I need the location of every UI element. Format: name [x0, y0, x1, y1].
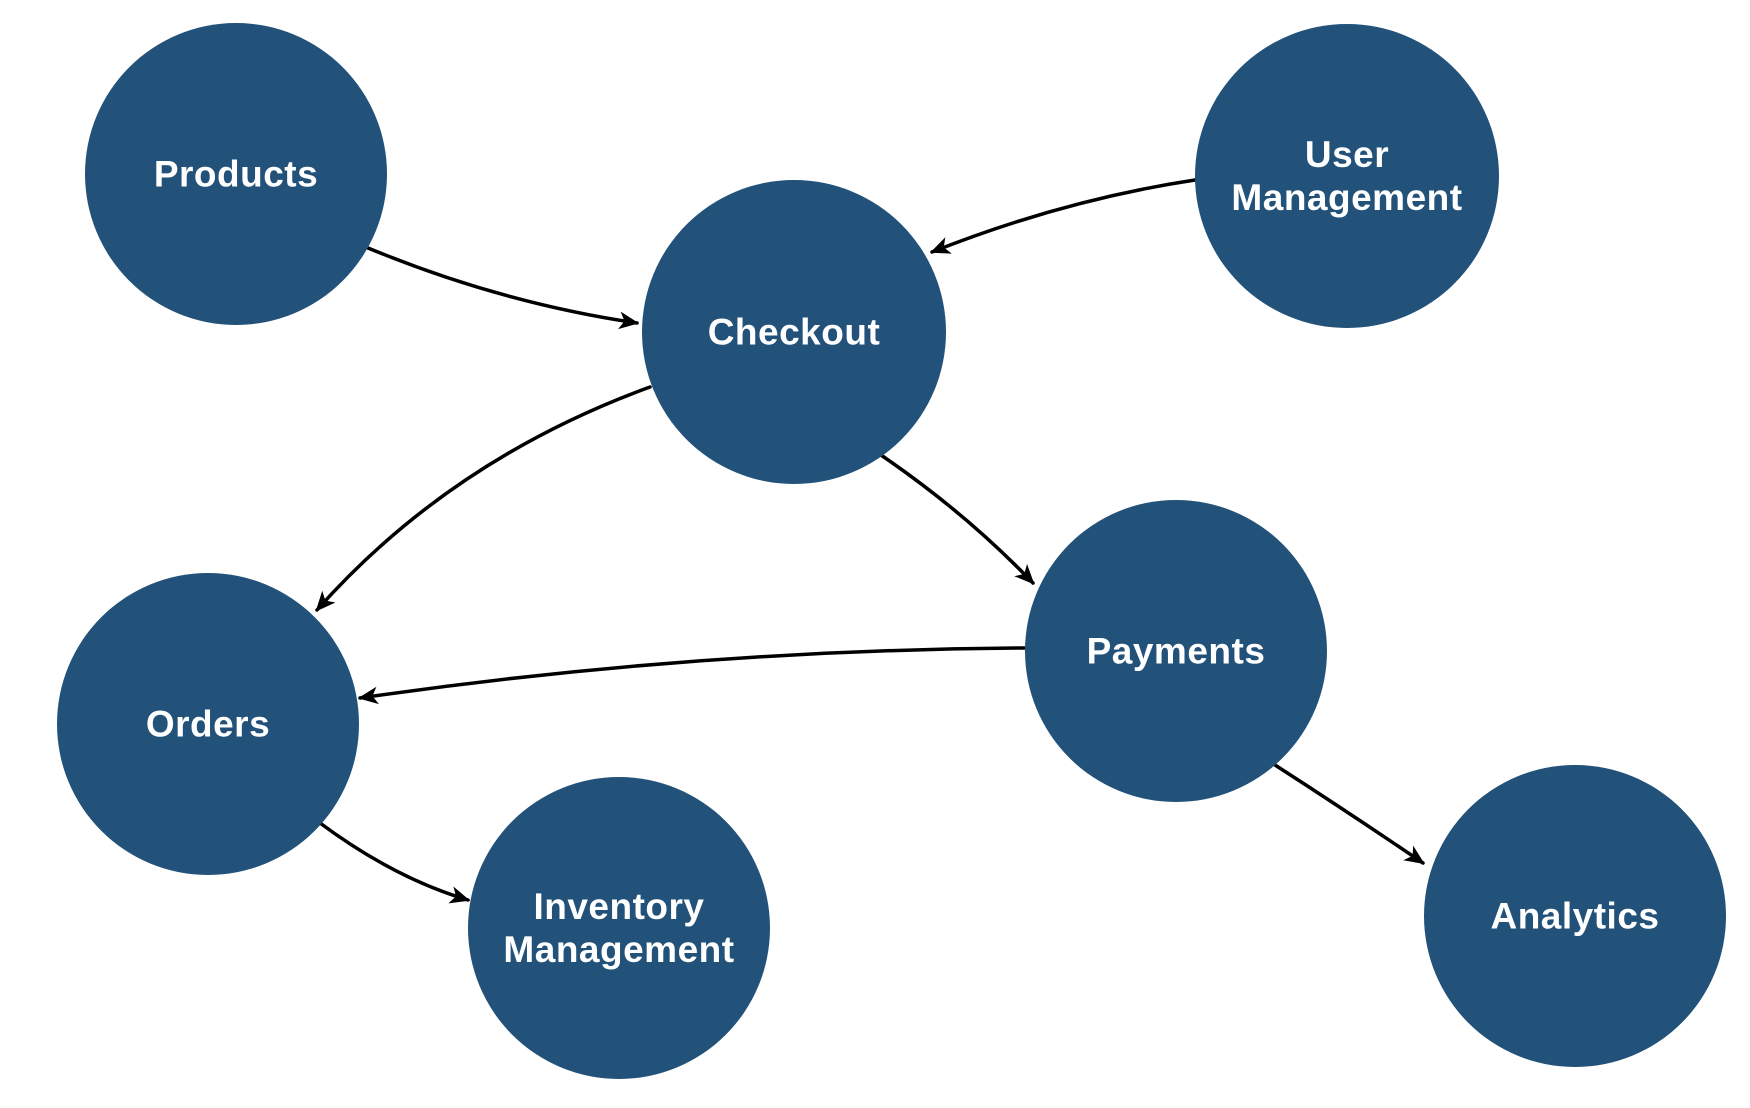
- node-checkout: Checkout: [642, 180, 946, 484]
- edge-checkout-to-orders: [315, 385, 652, 612]
- analytics-label: Analytics: [1490, 896, 1659, 937]
- inventory-management-circle: [468, 777, 770, 1079]
- checkout-label: Checkout: [708, 312, 881, 353]
- orders-label: Orders: [146, 704, 270, 745]
- orders-circle: [57, 573, 359, 875]
- payments-circle: [1025, 500, 1327, 802]
- edge-user-management-to-checkout: [930, 178, 1197, 254]
- node-orders: Orders: [57, 573, 359, 875]
- analytics-circle: [1424, 765, 1726, 1067]
- node-payments: Payments: [1025, 500, 1327, 802]
- payments-label: Payments: [1087, 631, 1266, 672]
- checkout-circle: [642, 180, 946, 484]
- edge-products-to-checkout: [366, 246, 640, 330]
- edge-payments-to-analytics: [1273, 763, 1425, 865]
- user-management-circle: [1195, 24, 1499, 328]
- node-analytics: Analytics: [1424, 765, 1726, 1067]
- products-label: Products: [154, 154, 318, 195]
- edge-orders-to-inventory-management: [318, 821, 471, 904]
- edge-checkout-to-payments: [876, 451, 1035, 585]
- node-products: Products: [85, 23, 387, 325]
- edges-layer: [315, 178, 1425, 904]
- products-circle: [85, 23, 387, 325]
- edge-payments-to-orders: [357, 646, 1027, 705]
